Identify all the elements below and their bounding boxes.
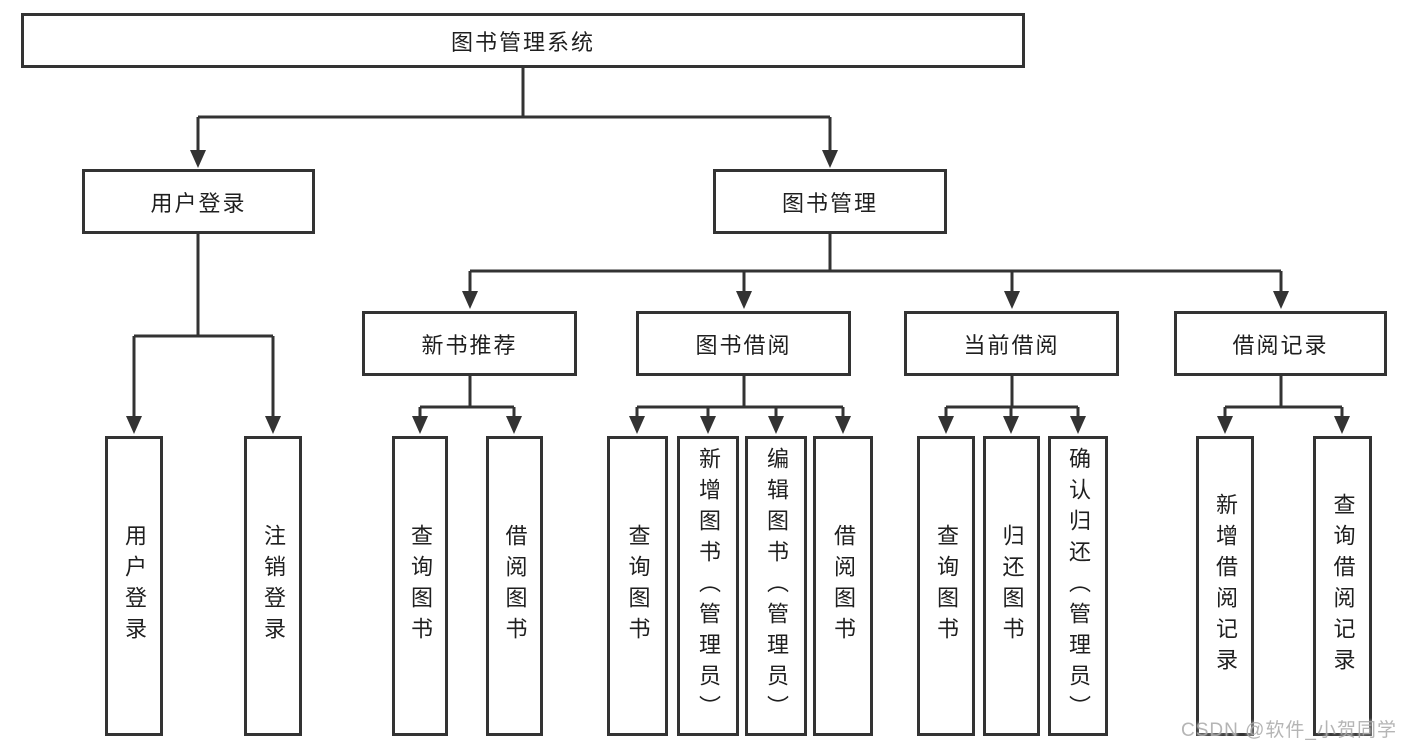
node-book-management: 图书管理 [713,169,947,234]
leaf-query-books-2: 查询图书 [607,436,668,736]
node-borrow-records: 借阅记录 [1174,311,1387,376]
watermark: CSDN @软件_小贺同学 [1181,720,1397,741]
node-label: 新增借阅记录 [1213,493,1238,679]
node-user-login: 用户登录 [82,169,315,234]
node-label: 图书借阅 [695,332,792,358]
node-label: 借阅图书 [502,524,528,648]
node-label: 用户登录 [122,524,147,648]
node-label: 查询图书 [408,524,433,648]
leaf-edit-book-admin: 编辑图书（管理员） [745,436,807,736]
node-label: 查询图书 [625,524,651,648]
leaf-return-book: 归还图书 [983,436,1040,736]
leaf-query-books-1: 查询图书 [392,436,448,736]
node-label: 当前借阅 [963,332,1060,358]
node-label: 用户登录 [150,190,247,216]
node-label: 借阅记录 [1232,332,1329,358]
node-label: 确认归还（管理员） [1066,446,1091,726]
node-label: 归还图书 [999,524,1025,648]
node-book-borrow: 图书借阅 [636,311,851,376]
node-label: 图书管理系统 [450,29,595,55]
node-new-book-recommend: 新书推荐 [362,311,577,376]
leaf-query-books-3: 查询图书 [917,436,975,736]
leaf-borrow-books-1: 借阅图书 [486,436,543,736]
node-current-borrow: 当前借阅 [904,311,1119,376]
node-label: 借阅图书 [831,524,856,648]
leaf-add-borrow-record: 新增借阅记录 [1196,436,1254,736]
node-root: 图书管理系统 [21,13,1025,68]
leaf-borrow-books-2: 借阅图书 [813,436,873,736]
leaf-user-login: 用户登录 [105,436,163,736]
node-label: 查询图书 [934,524,959,648]
node-label: 图书管理 [781,190,878,216]
leaf-add-book-admin: 新增图书（管理员） [677,436,739,736]
node-label: 编辑图书（管理员） [764,446,789,726]
node-label: 查询借阅记录 [1330,493,1356,679]
node-label: 新书推荐 [421,332,518,358]
leaf-query-borrow-record: 查询借阅记录 [1313,436,1372,736]
node-label: 新增图书（管理员） [696,446,721,726]
node-label: 注销登录 [261,524,286,648]
leaf-confirm-return-admin: 确认归还（管理员） [1048,436,1108,736]
leaf-logout: 注销登录 [244,436,302,736]
